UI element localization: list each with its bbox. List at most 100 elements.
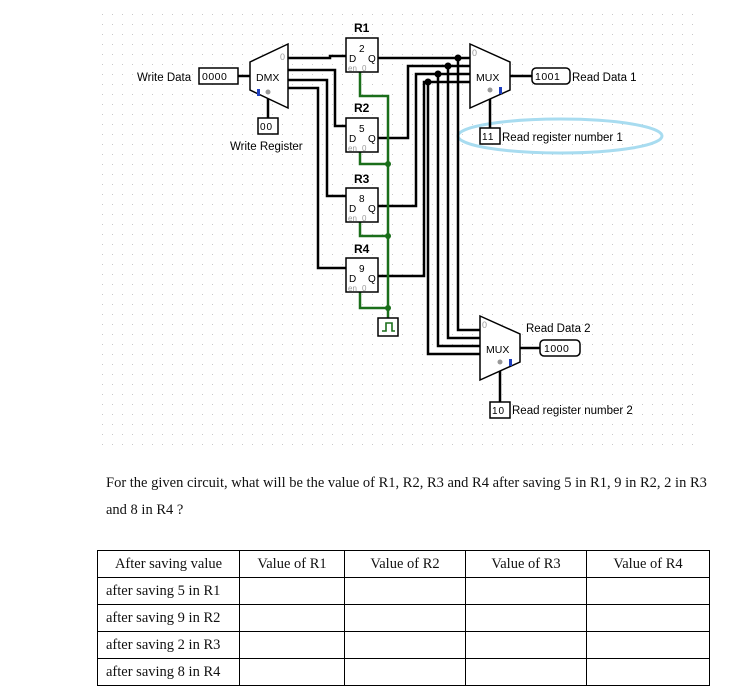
register-name: R1 bbox=[354, 21, 370, 35]
dmx-enable-mark bbox=[257, 89, 260, 96]
register-en: en bbox=[348, 64, 357, 73]
header-r3: Value of R3 bbox=[465, 550, 587, 578]
read-register-2-label: Read register number 2 bbox=[512, 405, 633, 417]
answer-cell[interactable] bbox=[586, 604, 710, 632]
row-label: after saving 8 in R4 bbox=[97, 658, 240, 686]
answer-cell[interactable] bbox=[465, 658, 587, 686]
write-data-bits: 0000 bbox=[202, 71, 227, 83]
header-r2: Value of R2 bbox=[344, 550, 466, 578]
mux1-dot bbox=[487, 87, 493, 93]
register-zero: 0 bbox=[362, 144, 367, 153]
answer-cell[interactable] bbox=[586, 658, 710, 686]
answer-cell[interactable] bbox=[465, 604, 587, 632]
register-r4: R4 9 D Q en 0 bbox=[345, 242, 379, 293]
write-data-input[interactable] bbox=[198, 67, 239, 85]
answer-cell[interactable] bbox=[239, 604, 345, 632]
register-box[interactable] bbox=[345, 257, 379, 293]
header-r1: Value of R1 bbox=[239, 550, 345, 578]
dmx-dot bbox=[265, 89, 271, 95]
register-zero: 0 bbox=[362, 214, 367, 223]
answer-cell[interactable] bbox=[344, 631, 466, 659]
register-q: Q bbox=[368, 134, 376, 145]
mux1-label: MUX bbox=[476, 72, 499, 84]
register-name: R4 bbox=[354, 242, 370, 256]
mux2-dot bbox=[497, 359, 503, 365]
junction-dots bbox=[424, 54, 462, 86]
answer-cell[interactable] bbox=[239, 658, 345, 686]
write-register-input[interactable] bbox=[257, 117, 279, 135]
mux1-zero: 0 bbox=[472, 48, 477, 58]
table-row: after saving 2 in R3 bbox=[97, 631, 710, 659]
register-r1: R1 2 D Q en 0 bbox=[345, 21, 379, 73]
register-value: 2 bbox=[359, 44, 365, 55]
answer-cell[interactable] bbox=[239, 631, 345, 659]
register-q: Q bbox=[368, 54, 376, 65]
table-row: after saving 8 in R4 bbox=[97, 658, 710, 686]
header-r4: Value of R4 bbox=[586, 550, 710, 578]
mux1-enable-mark bbox=[499, 87, 502, 94]
register-box[interactable] bbox=[345, 37, 379, 73]
write-register-label: Write Register bbox=[230, 141, 303, 153]
register-q: Q bbox=[368, 274, 376, 285]
write-data-label: Write Data bbox=[137, 72, 192, 84]
read-data-2-output bbox=[539, 339, 581, 357]
register-name: R3 bbox=[354, 172, 370, 186]
answer-cell[interactable] bbox=[344, 604, 466, 632]
answer-cell[interactable] bbox=[586, 577, 710, 605]
register-value: 5 bbox=[359, 124, 365, 135]
register-d: D bbox=[349, 134, 356, 145]
read-register-1-label: Read register number 1 bbox=[502, 132, 623, 144]
register-en: en bbox=[348, 214, 357, 223]
answer-cell[interactable] bbox=[465, 631, 587, 659]
register-d: D bbox=[349, 54, 356, 65]
register-name: R2 bbox=[354, 101, 370, 115]
answer-cell[interactable] bbox=[344, 658, 466, 686]
register-box[interactable] bbox=[345, 187, 379, 223]
register-r3: R3 8 D Q en 0 bbox=[345, 172, 379, 223]
row-label: after saving 5 in R1 bbox=[97, 577, 240, 605]
read-register-1-bits: 11 bbox=[482, 132, 494, 143]
circuit-diagram: DMX 0 Write Data 0000 00 Write Register … bbox=[100, 6, 700, 451]
register-d: D bbox=[349, 274, 356, 285]
mux2-zero: 0 bbox=[482, 320, 487, 330]
read-data-1-output bbox=[531, 67, 571, 85]
answer-cell[interactable] bbox=[239, 577, 345, 605]
mux2-enable-mark bbox=[509, 359, 512, 366]
row-label: after saving 9 in R2 bbox=[97, 604, 240, 632]
register-box[interactable] bbox=[345, 117, 379, 153]
register-en: en bbox=[348, 284, 357, 293]
clock-dots bbox=[385, 161, 391, 311]
table-header-row: After saving value Value of R1 Value of … bbox=[97, 550, 710, 578]
register-zero: 0 bbox=[362, 64, 367, 73]
read-data-2-label: Read Data 2 bbox=[526, 323, 591, 335]
answer-cell[interactable] bbox=[465, 577, 587, 605]
register-q: Q bbox=[368, 204, 376, 215]
answer-table: After saving value Value of R1 Value of … bbox=[97, 550, 710, 686]
answer-cell[interactable] bbox=[344, 577, 466, 605]
register-d: D bbox=[349, 204, 356, 215]
table-row: after saving 5 in R1 bbox=[97, 577, 710, 605]
register-value: 8 bbox=[359, 194, 365, 205]
read-register-1-input[interactable] bbox=[479, 127, 501, 145]
table-row: after saving 9 in R2 bbox=[97, 604, 710, 632]
header-after-saving: After saving value bbox=[97, 550, 240, 578]
read-data-1-label: Read Data 1 bbox=[572, 72, 637, 84]
read-data-1-bits: 1001 bbox=[535, 71, 560, 83]
read-data-2-bits: 1000 bbox=[544, 343, 569, 355]
clock-wires bbox=[358, 70, 390, 320]
write-register-bits: 00 bbox=[260, 122, 273, 133]
data-wires bbox=[238, 54, 540, 402]
answer-cell[interactable] bbox=[586, 631, 710, 659]
read-register-2-input[interactable] bbox=[489, 401, 511, 419]
read-register-2-bits: 10 bbox=[492, 406, 505, 417]
mux2-label: MUX bbox=[486, 344, 509, 356]
register-value: 9 bbox=[359, 264, 365, 275]
dmx-zero: 0 bbox=[280, 52, 285, 62]
register-zero: 0 bbox=[362, 284, 367, 293]
clock-icon bbox=[382, 322, 395, 332]
register-en: en bbox=[348, 144, 357, 153]
register-r2: R2 5 D Q en 0 bbox=[345, 101, 379, 153]
clock-source[interactable] bbox=[377, 317, 399, 337]
question-text: For the given circuit, what will be the … bbox=[106, 475, 707, 518]
row-label: after saving 2 in R3 bbox=[97, 631, 240, 659]
